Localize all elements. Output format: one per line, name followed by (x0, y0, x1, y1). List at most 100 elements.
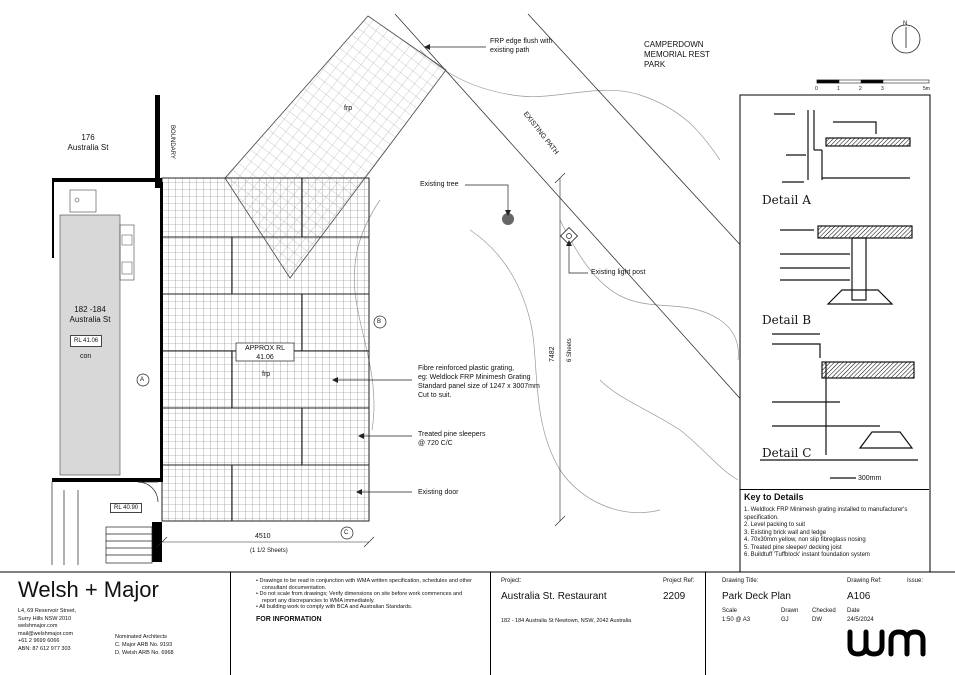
annotation-line: Fibre reinforced plastic grating, (418, 365, 515, 372)
marker-b: B (377, 319, 382, 325)
annotation-line: existing path (490, 47, 530, 54)
note-item: • Drawings to be read in conjunction wit… (256, 578, 472, 591)
rl-site-tag: RL 41.06 (70, 335, 103, 347)
detail-c-dimension: 300mm (858, 475, 882, 482)
height-dimension: 7482 (549, 346, 556, 362)
note-text: All building work to comply with BCA and… (259, 604, 413, 610)
label-line: Australia St (67, 143, 109, 152)
park-name-line: PARK (644, 60, 666, 69)
park-contours (353, 49, 739, 513)
site-182-label: 182 -184 Australia St (62, 305, 118, 325)
address-line: welshmajor.com (18, 623, 58, 629)
architect-line: D. Welsh ARB No. 6968 (115, 650, 174, 656)
annotation-line: eg: Weldlock FRP Minimesh Grating (418, 374, 531, 381)
scale-bar (816, 79, 930, 84)
tb-divider (490, 572, 491, 675)
detail-b-sketch (780, 225, 913, 305)
company-name: Welsh + Major (18, 577, 159, 602)
drawing-title-label: Drawing Title: (722, 578, 759, 584)
label-line: 182 -184 (74, 305, 106, 314)
annotation-door: Existing door (418, 489, 459, 496)
dimension-lines (156, 172, 566, 548)
drawn-value: GJ (781, 617, 789, 623)
drawing-ref: A106 (847, 591, 871, 602)
detail-b-label: Detail B (762, 313, 812, 327)
scale-tick: 0 (815, 86, 818, 92)
label-line: 41.06 (256, 354, 274, 361)
annotation-line: FRP edge flush with (490, 38, 553, 45)
scale-tick: 2 (859, 86, 862, 92)
note-text: Drawings to be read in conjunction with … (259, 578, 472, 591)
key-to-details: Key to Details 1. Weldlock FRP Minimesh … (740, 489, 929, 573)
label-line: 176 (81, 133, 95, 142)
architect-line: C. Major ARB No. 9193 (115, 642, 173, 648)
key-title: Key to Details (744, 492, 804, 502)
project-name: Australia St. Restaurant (501, 591, 607, 602)
con-label: con (80, 353, 92, 360)
drawing-title: Park Deck Plan (722, 591, 791, 602)
note-item: • All building work to comply with BCA a… (256, 604, 413, 610)
scale-tick: 5m (923, 86, 930, 92)
project-ref-label: Project Ref: (663, 578, 695, 584)
project-label: Project: (501, 578, 522, 584)
frp-upper-label: frp (344, 105, 353, 112)
note-item: • Do not scale from drawings; Verify dim… (256, 591, 463, 604)
label-line: APPROX RL (244, 345, 286, 352)
checked-value: DW (812, 617, 822, 623)
north-label: N (903, 21, 908, 27)
annotation-sleepers: Treated pine sleepers @ 720 C/C (418, 430, 485, 448)
north-arrow (891, 24, 921, 54)
park-name-line: MEMORIAL REST (644, 50, 710, 59)
detail-a-sketch (774, 110, 911, 183)
scale-label: Scale (722, 608, 738, 614)
annotation-line: Cut to suit. (418, 392, 452, 399)
leader-lines (338, 46, 588, 493)
existing-path (394, 13, 746, 405)
key-item: 5. Treated pine sleeper/ decking joist (744, 544, 842, 551)
annotation-line: Treated pine sleepers (418, 431, 486, 438)
scale-value: 1:50 @ A3 (722, 617, 751, 623)
checked-label: Checked (812, 608, 836, 614)
annotation-frp-edge: FRP edge flush with existing path (490, 37, 553, 55)
existing-tree-symbol (502, 213, 514, 225)
marker-c: C (344, 530, 349, 536)
date-value: 24/5/2024 (847, 617, 874, 623)
detail-c-label: Detail C (762, 446, 812, 460)
general-notes: • Drawings to be read in conjunction wit… (256, 578, 478, 611)
frp-deck-label: frp (262, 371, 271, 378)
key-item: 4. 70x30mm yellow, non slip fibreglass n… (744, 537, 866, 543)
section-markers (136, 315, 387, 540)
annotation-line: @ 720 C/C (418, 440, 453, 447)
deck-panel-lines (162, 178, 369, 521)
detail-panel (739, 94, 931, 573)
boundary-label: BOUNDARY (169, 125, 175, 159)
detail-c-sketch (760, 333, 918, 479)
label-line: Australia St (69, 315, 111, 324)
annotation-line: Standard panel size of 1247 x 3007mm (418, 383, 540, 390)
lower-area (51, 481, 159, 565)
address-line: Surry Hills NSW 2010 (18, 615, 72, 622)
address-line: mail@welshmajor.com (18, 630, 74, 637)
architects-title: Nominated Architects (115, 634, 167, 640)
annotation-light-post: Existing light post (591, 269, 646, 276)
scale-tick: 3 (881, 86, 884, 92)
drawing-ref-label: Drawing Ref: (847, 578, 882, 584)
annotation-fibre-grating: Fibre reinforced plastic grating, eg: We… (418, 364, 540, 400)
park-name: CAMPERDOWN MEMORIAL REST PARK (644, 40, 710, 70)
tb-divider (705, 572, 706, 675)
key-item: 3. Existing brick wall and ledge (744, 529, 827, 536)
tb-divider (230, 572, 231, 675)
drawn-label: Drawn (781, 608, 799, 614)
width-dimension-sub: (1 1/2 Sheets) (250, 548, 288, 554)
detail-a-label: Detail A (762, 193, 811, 207)
company-logo (847, 629, 926, 657)
note-text: Do not scale from drawings; Verify dimen… (259, 591, 463, 604)
nominated-architects: Nominated Architects C. Major ARB No. 91… (115, 633, 174, 657)
scale-tick: 1 (837, 86, 840, 92)
key-item: 2. Level packing to suit (744, 522, 806, 528)
park-name-line: CAMPERDOWN (644, 40, 704, 49)
key-item: 1. Weldlock FRP Minimesh grating install… (744, 507, 908, 521)
company-address: L4, 69 Reservoir Street, Surry Hills NSW… (18, 608, 76, 653)
address-line: L4, 69 Reservoir Street, (18, 608, 77, 614)
